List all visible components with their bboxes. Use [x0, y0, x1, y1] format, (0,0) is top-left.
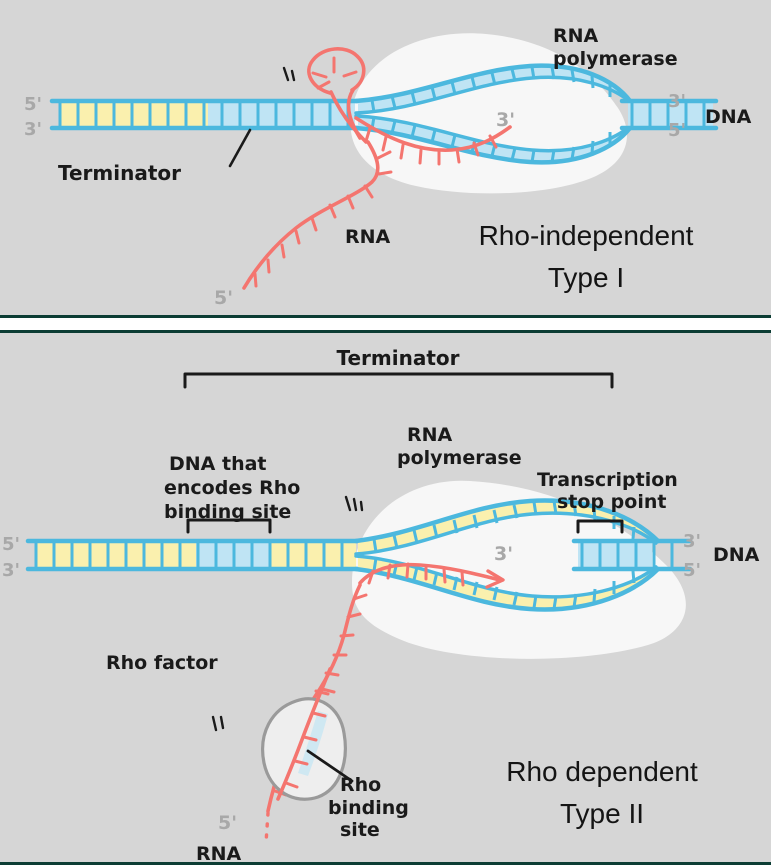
prime-rna-five: 5' — [214, 287, 233, 309]
panel-bottom-graphics: Terminator — [2, 346, 760, 865]
rho-binding-site-bracket — [186, 518, 272, 534]
rho-binding-site-patch — [298, 711, 328, 776]
rna-hairpin-rungs — [311, 56, 358, 90]
rna-over-rho-rungs — [284, 687, 336, 789]
divider-rule-top — [0, 315, 771, 318]
motion-ticks-rho-icon — [211, 715, 225, 732]
label-rho-factor: Rho factor — [106, 652, 218, 674]
prime-dna-left-bottom: 3' — [24, 119, 42, 140]
label-rna: RNA — [345, 226, 391, 248]
label-dna: DNA — [713, 544, 760, 566]
prime-dna-right-bottom: 5' — [668, 120, 686, 141]
figure-bottom-rule — [0, 862, 771, 865]
label-rna-polymerase-line1: RNA — [553, 25, 599, 47]
rna-arrowhead — [485, 569, 505, 589]
label-transcription-stop-line1: Transcription — [537, 469, 678, 491]
label-rna-polymerase-line2: polymerase — [553, 48, 678, 70]
label-terminator: Terminator — [58, 161, 181, 185]
terminator-bracket — [183, 372, 614, 389]
label-dna-encodes-line1: DNA that — [169, 453, 267, 475]
motion-ticks-polymerase-icon — [344, 495, 364, 512]
rna-hairpin-stem2 — [346, 88, 362, 140]
prime-dna-left-bottom: 3' — [2, 560, 20, 581]
prime-dna-left-top: 5' — [24, 94, 42, 115]
rho-factor-blob — [261, 697, 347, 801]
rna-tail — [242, 140, 380, 290]
label-rho-binding-line3: site — [340, 819, 380, 841]
dna-left-yellow-a — [36, 542, 196, 568]
rna-nascent-rungs — [364, 126, 498, 166]
bubble-upper-inner-backbone — [354, 75, 630, 115]
prime-dna-right-top: 3' — [668, 91, 686, 112]
dna-left-rungs — [58, 102, 350, 127]
label-rna: RNA — [196, 843, 242, 865]
rna-nascent-rungs — [367, 562, 465, 587]
panel-rho-dependent: Terminator — [0, 333, 771, 865]
prime-rna-three: 3' — [494, 543, 513, 565]
prime-dna-right-top: 3' — [683, 531, 701, 552]
bubble-lower-inner-backbone — [354, 114, 630, 153]
bubble-upper-backbone — [353, 498, 661, 544]
prime-dna-right-bottom: 5' — [683, 560, 701, 581]
dna-right-rungs — [630, 102, 706, 127]
bubble-upper-inner-backbone — [354, 511, 658, 556]
rna-hairpin-stem — [329, 90, 368, 144]
terminator-leader-line — [228, 128, 252, 168]
prime-dna-left-top: 5' — [2, 534, 20, 555]
bubble-lower-backbone — [353, 125, 633, 165]
panel-divider — [0, 315, 771, 333]
panel-title-line1: Rho-independent — [479, 220, 694, 251]
dna-left-terminator-fill — [60, 102, 208, 127]
panel-title-line1: Rho dependent — [506, 756, 698, 787]
panel-title-line2: Type I — [548, 262, 624, 293]
prime-rna-five: 5' — [218, 812, 237, 834]
bubble-upper-backbone — [353, 63, 633, 104]
label-dna-encodes-line2: encodes Rho — [164, 477, 300, 499]
rna-nascent-strand — [354, 116, 512, 153]
label-rna-polymerase-line1: RNA — [407, 424, 453, 446]
rna-dotted-end — [264, 811, 270, 845]
dna-left-rungs — [34, 542, 344, 568]
transcription-stop-bracket — [576, 519, 624, 534]
motion-ticks-icon — [282, 66, 296, 82]
rna-hairpin-loop — [307, 47, 366, 95]
label-transcription-stop-line2: stop point — [557, 491, 666, 513]
divider-rule-bottom — [0, 330, 771, 333]
dna-right-rungs — [580, 542, 674, 568]
label-rna-polymerase-line2: polymerase — [397, 447, 522, 469]
prime-rna-three: 3' — [496, 109, 515, 131]
label-dna-encodes-line3: binding site — [164, 501, 291, 523]
dna-left-blue-fill — [208, 102, 355, 127]
label-rho-binding-line2: binding — [328, 797, 409, 819]
rna-tail-rungs — [253, 150, 393, 288]
panel-top-graphics: RNA polymerase DNA Terminator RNA 5' 3' … — [24, 25, 752, 309]
label-terminator: Terminator — [336, 346, 459, 370]
panel-title-line2: Type II — [560, 798, 644, 829]
rho-binding-site-leader — [306, 749, 354, 783]
label-rho-binding-line1: Rho — [340, 774, 381, 796]
dna-right-fill — [628, 102, 713, 127]
label-dna: DNA — [705, 106, 752, 128]
dna-right-stoppoint-fill — [578, 542, 652, 568]
bubble-lower-backbone — [353, 566, 661, 612]
panel-rho-independent: RNA polymerase DNA Terminator RNA 5' 3' … — [0, 0, 771, 315]
